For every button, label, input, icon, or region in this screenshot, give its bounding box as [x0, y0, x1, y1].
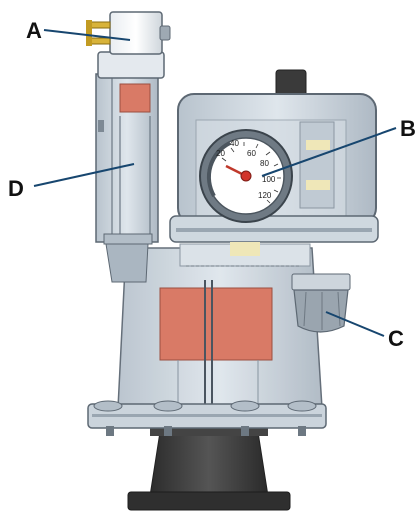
leader-line-d	[33, 163, 135, 187]
cable-connector	[86, 11, 171, 79]
callout-label-d: D	[8, 176, 24, 201]
mounting-flange	[87, 400, 327, 436]
callout-label-a: A	[26, 18, 42, 43]
callout-label-c: C	[388, 326, 404, 351]
leader-line-b	[261, 127, 397, 177]
cable-gland	[291, 273, 351, 333]
leader-line-c	[325, 311, 385, 337]
solenoid-column	[95, 73, 159, 283]
leader-line-a	[43, 29, 131, 41]
gauge-tick-20: 20	[216, 149, 225, 158]
motor-block	[159, 287, 273, 361]
base-foot	[127, 428, 291, 511]
callout-label-b: B	[400, 116, 416, 141]
gauge-tick-40: 40	[230, 139, 239, 148]
gauge-tick-80: 80	[260, 159, 269, 168]
leader-lines	[33, 29, 397, 337]
gauge-tick-120: 120	[258, 191, 272, 200]
pump-body	[117, 247, 323, 410]
solenoid-core	[119, 83, 151, 113]
gauge-tick-100: 100	[262, 175, 276, 184]
pressure-gauge: 20 40 60 80 100 120	[199, 129, 293, 223]
gauge-tick-60: 60	[247, 149, 256, 158]
